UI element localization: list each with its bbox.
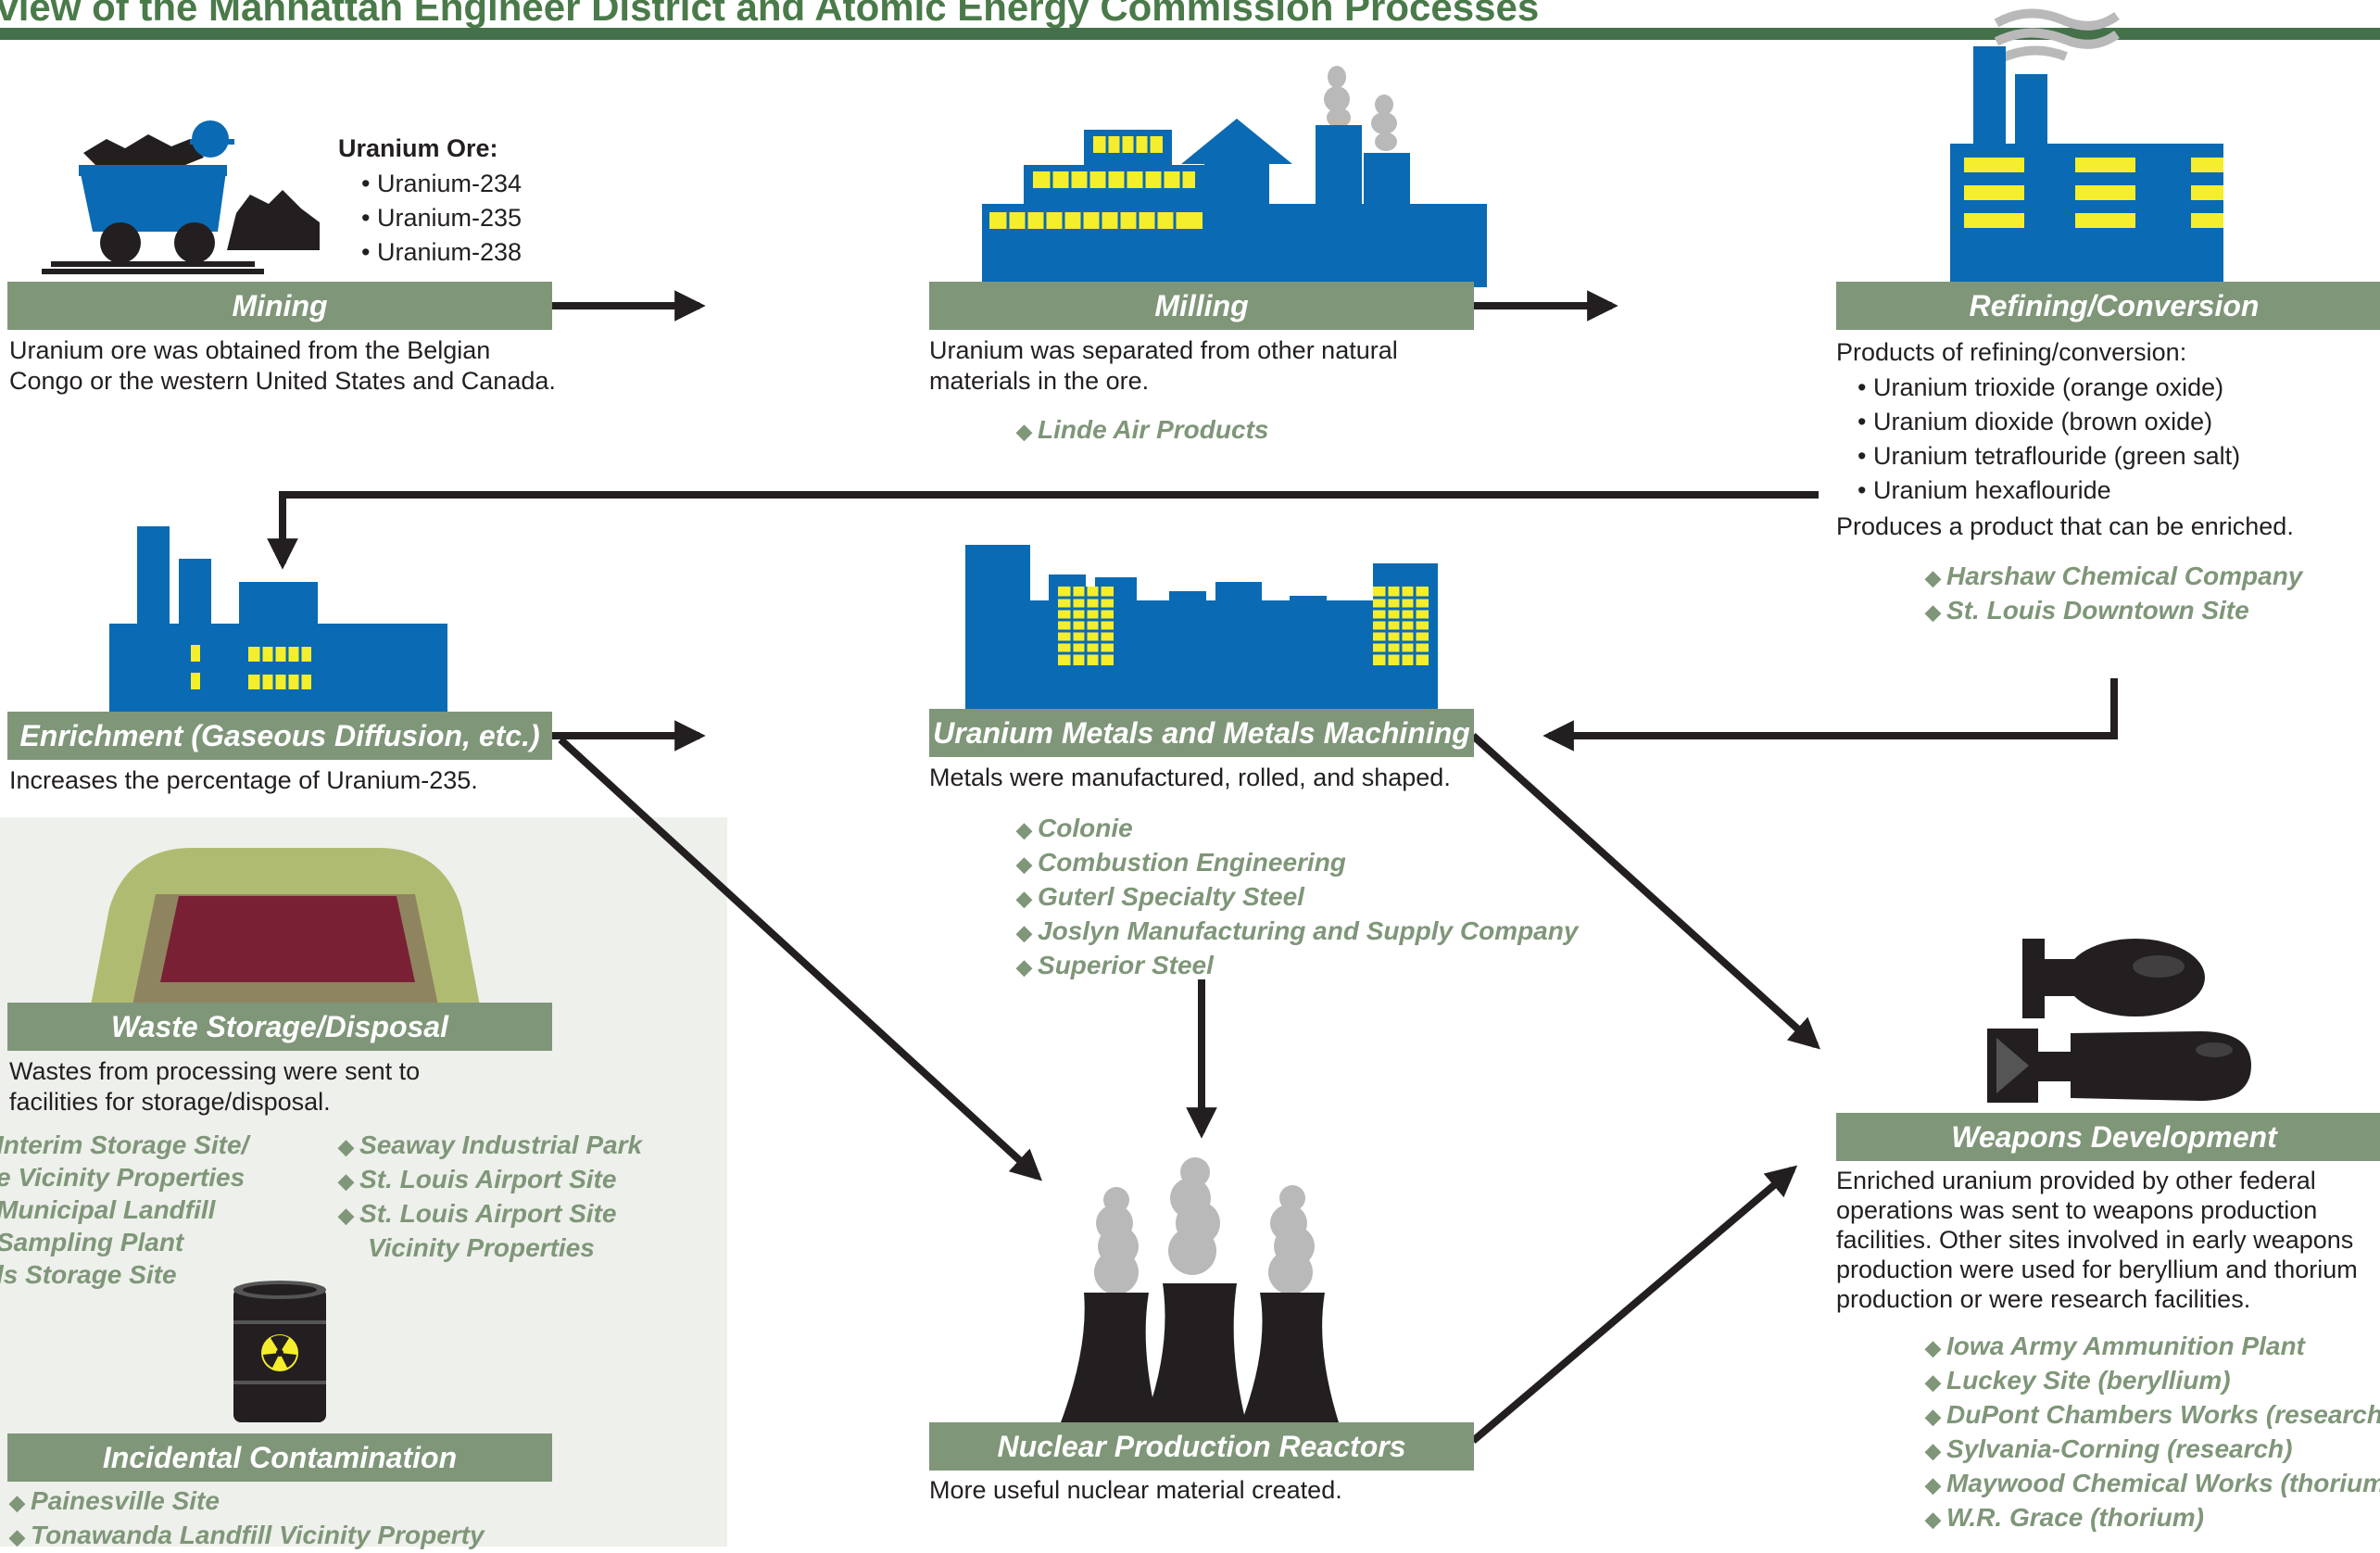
metals-factory-icon (965, 545, 1438, 712)
waste-label: Waste Storage/Disposal (7, 1003, 552, 1051)
mill-building-icon (982, 66, 1487, 287)
refinery-building-icon (1950, 8, 2223, 283)
list-item: Colonie (1016, 812, 1578, 846)
landfill-icon (91, 848, 480, 1005)
list-item: ls Storage Site (0, 1260, 177, 1289)
weapons-label: Weapons Development (1836, 1113, 2380, 1161)
enrichment-description: Increases the percentage of Uranium-235. (9, 766, 478, 794)
list-item: Uranium trioxide (orange oxide) (1857, 371, 2240, 405)
arrow-enrichment-reactors (558, 737, 1042, 1181)
ore-title: Uranium Ore: (338, 134, 498, 162)
list-item: e Vicinity Properties (0, 1163, 246, 1192)
arrow-refining-metals (1543, 678, 2118, 751)
metals-label: Uranium Metals and Metals Machining (929, 709, 1474, 757)
list-item: Maywood Chemical Works (thorium) (1925, 1467, 2380, 1501)
list-item: Superior Steel (1016, 949, 1578, 983)
list-item: Linde Air Products (1016, 413, 1268, 448)
list-item: Harshaw Chemical Company (1925, 560, 2302, 594)
list-item: Luckey Site (beryllium) (1925, 1364, 2380, 1398)
mining-label: Mining (7, 282, 552, 330)
weapons-description: Enriched uranium provided by other feder… (1836, 1167, 2358, 1313)
radioactive-barrel-icon (233, 1281, 326, 1422)
metals-facilities: Colonie Combustion Engineering Guterl Sp… (1016, 812, 1578, 983)
list-item: Uranium tetraflouride (green salt) (1857, 439, 2240, 473)
milling-facilities: Linde Air Products (1016, 413, 1268, 448)
list-item: Vicinity Properties (368, 1233, 595, 1262)
enrichment-label: Enrichment (Gaseous Diffusion, etc.) (7, 712, 552, 760)
list-item: Joslyn Manufacturing and Supply Company (1016, 915, 1578, 949)
milling-description: Uranium was separated from other natural… (929, 336, 1398, 395)
list-item: Uranium-235 (361, 201, 522, 235)
list-item: Painesville Site (9, 1484, 485, 1519)
refining-outro: Produces a product that can be enriched. (1836, 512, 2294, 540)
list-item: Combustion Engineering (1016, 846, 1578, 880)
list-item: Uranium-234 (361, 167, 522, 201)
refining-label: Refining/Conversion (1836, 282, 2380, 330)
ore-list: Uranium-234 Uranium-235 Uranium-238 (361, 167, 522, 270)
list-item: St. Louis Airport Site (338, 1197, 642, 1231)
waste-description: Wastes from processing were sent to faci… (9, 1057, 421, 1116)
list-item: Sylvania-Corning (research) (1925, 1433, 2380, 1467)
header-rule (0, 28, 2380, 40)
page-title: rview of the Manhattan Engineer District… (0, 0, 1540, 29)
mining-description: Uranium ore was obtained from the Belgia… (9, 336, 556, 395)
weapons-facilities: Iowa Army Ammunition Plant Luckey Site (… (1925, 1330, 2380, 1535)
waste-sites-right: Seaway Industrial Park St. Louis Airport… (338, 1129, 642, 1264)
incidental-facilities: Painesville Site Tonawanda Landfill Vici… (9, 1484, 485, 1553)
milling-label: Milling (929, 282, 1474, 330)
metals-description: Metals were manufactured, rolled, and sh… (929, 764, 1451, 791)
list-item: Uranium dioxide (brown oxide) (1857, 405, 2240, 439)
arrow-refining-enrichment (267, 491, 1819, 570)
refining-products: Uranium trioxide (orange oxide) Uranium … (1857, 371, 2240, 508)
waste-sites-left: Interim Storage Site/ e Vicinity Propert… (0, 1129, 248, 1291)
reactors-label: Nuclear Production Reactors (929, 1422, 1474, 1471)
refining-facilities: Harshaw Chemical Company St. Louis Downt… (1925, 560, 2302, 628)
list-item: Uranium-238 (361, 235, 522, 270)
list-item: Seaway Industrial Park (338, 1129, 642, 1163)
list-item: Tonawanda Landfill Vicinity Property (9, 1519, 485, 1553)
list-item: Iowa Army Ammunition Plant (1925, 1330, 2380, 1364)
list-item: Uranium hexaflouride (1857, 473, 2240, 508)
list-item: Sampling Plant (0, 1228, 184, 1256)
list-item: DuPont Chambers Works (research) (1925, 1398, 2380, 1433)
arrow-reactors-weapons (1470, 1165, 1798, 1445)
incidental-label: Incidental Contamination (7, 1433, 552, 1482)
reactors-description: More useful nuclear material created. (929, 1476, 1342, 1504)
list-item: St. Louis Downtown Site (1925, 594, 2302, 628)
list-item: Guterl Specialty Steel (1016, 880, 1578, 915)
arrow-metals-weapons (1470, 733, 1820, 1050)
enrichment-plant-icon (109, 526, 447, 712)
list-item: W.R. Grace (thorium) (1925, 1501, 2380, 1535)
ore-cart-icon (42, 120, 320, 274)
refining-intro: Products of refining/conversion: (1836, 338, 2187, 366)
list-item: Interim Storage Site/ (0, 1130, 249, 1159)
bombs-icon (1987, 939, 2251, 1103)
list-item: St. Louis Airport Site (338, 1163, 642, 1197)
cooling-towers-icon (1061, 1157, 1339, 1422)
list-item: Municipal Landfill (0, 1195, 216, 1224)
